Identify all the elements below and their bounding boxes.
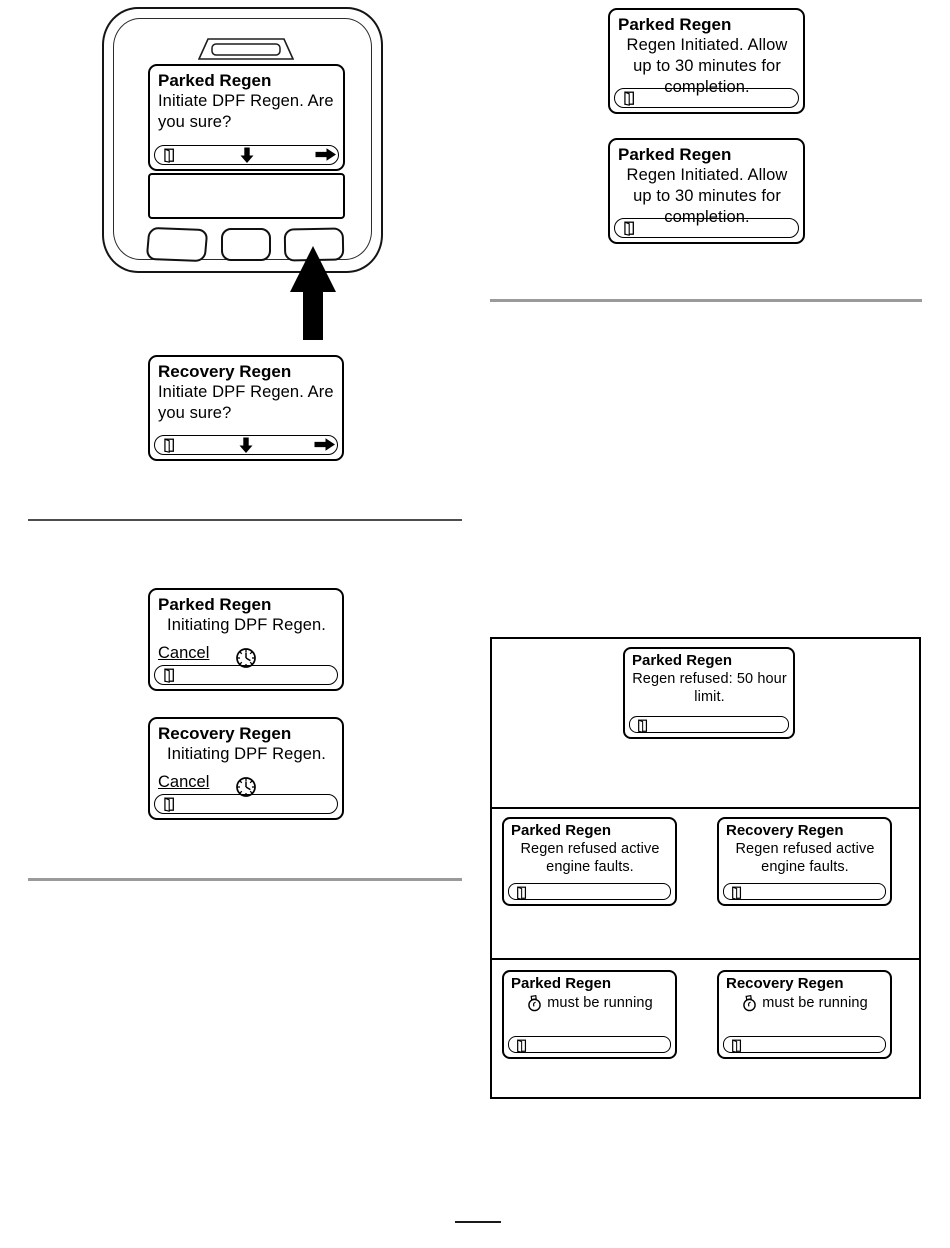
- screen-body: Regen refused active engine faults.: [520, 841, 660, 875]
- screen-body: must be running: [547, 995, 653, 1011]
- softkey-bar: [508, 1036, 671, 1053]
- section-divider: [28, 519, 462, 521]
- exit-door-icon: [164, 797, 174, 812]
- softkey-bar: [154, 794, 338, 814]
- clock-icon: [236, 648, 256, 668]
- exit-door-icon: [164, 148, 174, 163]
- exit-door-icon: [624, 221, 634, 236]
- screen-recovery-initiating: Recovery Regen Initiating DPF Regen. Can…: [148, 717, 344, 820]
- screen-recovery-engine-run: Recovery Regen must be running: [717, 970, 892, 1059]
- softkey-bar: [614, 88, 799, 108]
- screen-recovery-refused-faults: Recovery Regen Regen refused active engi…: [717, 817, 892, 906]
- refusal-message-table: Parked Regen Regen refused: 50 hour limi…: [490, 637, 921, 1099]
- screen-title: Recovery Regen: [158, 362, 292, 381]
- display-monitor-illustration: Parked Regen Initiate DPF Regen. Are you…: [102, 7, 383, 273]
- table-row-divider: [492, 958, 919, 960]
- exit-door-icon: [732, 885, 742, 900]
- screen-title: Parked Regen: [618, 15, 732, 34]
- screen-body: Initiating DPF Regen.: [167, 616, 326, 634]
- screen-body: Regen Initiated. Allow up to 30 minutes …: [626, 36, 788, 96]
- screen-body: Initiate DPF Regen. Are you sure?: [158, 383, 334, 422]
- screen-body: Regen refused: 50 hour limit.: [632, 671, 787, 705]
- screen-title: Parked Regen: [511, 822, 612, 839]
- softkey-bar: [614, 218, 799, 238]
- button-press-arrow: [290, 246, 336, 340]
- section-divider: [490, 299, 922, 302]
- section-divider: [28, 878, 462, 881]
- screen-body: Initiate DPF Regen. Are you sure?: [158, 92, 334, 131]
- screen-title: Parked Regen: [158, 595, 272, 614]
- screen-parked-refused-faults: Parked Regen Regen refused active engine…: [502, 817, 677, 906]
- screen-title: Parked Regen: [511, 975, 612, 992]
- right-arrow-icon: [314, 438, 335, 451]
- exit-door-icon: [164, 668, 174, 683]
- softkey-bar: [723, 883, 886, 900]
- cancel-label: Cancel: [158, 644, 210, 662]
- exit-door-icon: [517, 1038, 527, 1053]
- softkey-bar: [154, 145, 339, 165]
- screen-body: must be running: [762, 995, 868, 1011]
- screen-parked-engine-run: Parked Regen must be running: [502, 970, 677, 1059]
- screen-title: Recovery Regen: [726, 975, 844, 992]
- screen-body: Regen Initiated. Allow up to 30 minutes …: [626, 166, 788, 226]
- screen-parked-refused-hours: Parked Regen Regen refused: 50 hour limi…: [623, 647, 795, 739]
- screen-title: Parked Regen: [618, 145, 732, 164]
- down-arrow-icon: [240, 147, 253, 163]
- device-button-left: [145, 226, 209, 263]
- device-light-sensor: [198, 38, 294, 60]
- table-row-divider: [492, 807, 919, 809]
- screen-body: Initiating DPF Regen.: [167, 745, 326, 763]
- softkey-bar: [723, 1036, 886, 1053]
- clock-icon: [236, 777, 256, 797]
- footnote-rule: [455, 1221, 501, 1223]
- exit-door-icon: [624, 91, 634, 106]
- down-arrow-icon: [239, 437, 253, 453]
- engine-icon: [743, 994, 757, 1011]
- exit-door-icon: [164, 438, 174, 453]
- device-button-middle: [221, 228, 271, 261]
- exit-door-icon: [517, 885, 527, 900]
- softkey-bar: [154, 435, 338, 455]
- device-lower-display: [148, 173, 345, 219]
- device-screen-parked-confirm: Parked Regen Initiate DPF Regen. Are you…: [148, 64, 345, 171]
- softkey-bar: [629, 716, 789, 733]
- screen-parked-initiated-2: Parked Regen Regen Initiated. Allow up t…: [608, 138, 805, 244]
- exit-door-icon: [638, 718, 648, 733]
- screen-title: Parked Regen: [158, 71, 272, 90]
- screen-body: Regen refused active engine faults.: [735, 841, 875, 875]
- screen-parked-initiating: Parked Regen Initiating DPF Regen. Cance…: [148, 588, 344, 691]
- engine-icon: [528, 994, 542, 1011]
- screen-parked-initiated-1: Parked Regen Regen Initiated. Allow up t…: [608, 8, 805, 114]
- cancel-label: Cancel: [158, 773, 210, 791]
- screen-title: Recovery Regen: [726, 822, 844, 839]
- right-arrow-icon: [315, 148, 336, 161]
- softkey-bar: [508, 883, 671, 900]
- screen-recovery-confirm: Recovery Regen Initiate DPF Regen. Are y…: [148, 355, 344, 461]
- screen-title: Recovery Regen: [158, 724, 292, 743]
- screen-title: Parked Regen: [632, 652, 733, 669]
- exit-door-icon: [732, 1038, 742, 1053]
- softkey-bar: [154, 665, 338, 685]
